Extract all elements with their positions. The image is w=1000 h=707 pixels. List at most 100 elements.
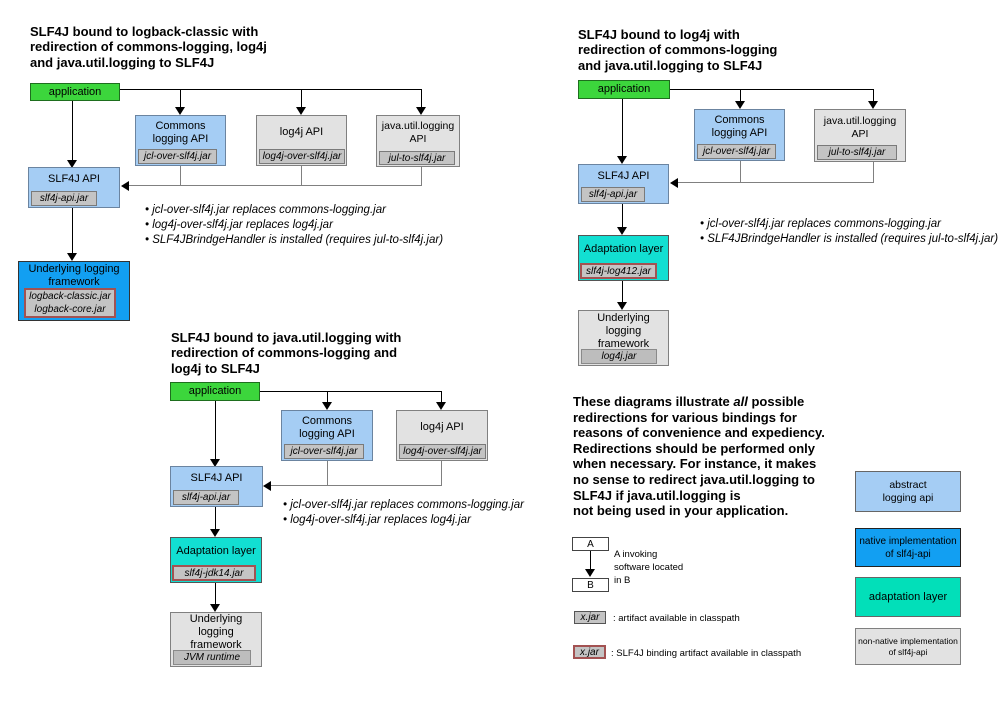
arrowhead-down-icon	[322, 402, 332, 410]
arrowhead-down-icon	[617, 227, 627, 235]
legend-xjar-red-box: x.jar	[573, 645, 606, 659]
connector-line	[215, 583, 216, 605]
d3-log4j-over-slf4j-jar-tab: log4j-over-slf4j.jar	[399, 444, 486, 459]
connector-line	[327, 391, 328, 402]
connector-line	[215, 507, 216, 530]
d3-log4j-api-box: log4j API log4j-over-slf4j.jar	[396, 410, 488, 461]
jul-api-label: java.util.logging API	[381, 120, 455, 145]
connector-line	[670, 89, 874, 90]
d3-commons-logging-api-box: Commons logging API jcl-over-slf4j.jar	[281, 410, 373, 461]
d2-slf4j-log412-jar-tab: slf4j-log412.jar	[580, 263, 657, 279]
note-line1: These diagrams illustrate all possible	[573, 394, 805, 409]
d3-slf4j-jdk14-jar-tab: slf4j-jdk14.jar	[172, 565, 256, 581]
d2-jcl-over-slf4j-jar-tab: jcl-over-slf4j.jar	[697, 144, 776, 159]
arrowhead-down-icon	[416, 107, 426, 115]
connector-line	[873, 89, 874, 102]
d2-log4j-jar-tab: log4j.jar	[581, 349, 657, 364]
connector-line	[301, 89, 302, 107]
legend-nonnative-impl-label: non-native implementation of slf4j-api	[858, 636, 958, 657]
d3-slf4j-api-box: SLF4J API slf4j-api.jar	[170, 466, 263, 507]
d1-commons-logging-api-box: Commons logging API jcl-over-slf4j.jar	[135, 115, 226, 166]
arrowhead-left-icon	[263, 481, 271, 491]
d1-log4j-over-slf4j-jar-tab: log4j-over-slf4j.jar	[259, 149, 345, 164]
d2-notes: • jcl-over-slf4j.jar replaces commons-lo…	[700, 218, 999, 245]
arrowhead-down-icon	[585, 569, 595, 577]
connector-line	[441, 391, 442, 402]
d3-slf4j-api-jar-tab: slf4j-api.jar	[173, 490, 239, 505]
connector-line	[72, 101, 73, 161]
legend-native-impl-label: native implementation of slf4j-api	[859, 535, 957, 560]
arrowhead-left-icon	[670, 178, 678, 188]
application-label: application	[597, 83, 651, 95]
slf4j-api-label: SLF4J API	[597, 169, 650, 182]
d1-jul-api-box: java.util.logging API jul-to-slf4j.jar	[376, 115, 460, 167]
underlying-framework-label: Underlying logging framework	[28, 262, 120, 288]
arrowhead-down-icon	[67, 253, 77, 261]
d3-notes: • jcl-over-slf4j.jar replaces commons-lo…	[283, 499, 524, 526]
arrowhead-down-icon	[617, 302, 627, 310]
diagram2-title: SLF4J bound to log4j with redirection of…	[578, 27, 778, 73]
application-label: application	[188, 385, 242, 397]
d1-notes: • jcl-over-slf4j.jar replaces commons-lo…	[145, 204, 444, 246]
adaptation-layer-label: Adaptation layer	[176, 545, 256, 557]
legend-xjar-box: x.jar	[574, 611, 606, 624]
arrowhead-down-icon	[617, 156, 627, 164]
connector-line	[120, 89, 422, 90]
d2-jul-to-slf4j-jar-tab: jul-to-slf4j.jar	[817, 145, 897, 160]
connector-line	[129, 185, 422, 186]
arrowhead-down-icon	[210, 459, 220, 467]
d3-adaptation-layer-box: Adaptation layer slf4j-jdk14.jar	[170, 537, 262, 583]
arrowhead-down-icon	[436, 402, 446, 410]
connector-line	[740, 89, 741, 102]
legend-b-box: B	[572, 578, 609, 592]
underlying-framework-label: Underlying logging framework	[597, 311, 650, 350]
adaptation-layer-label: Adaptation layer	[583, 243, 664, 255]
d2-commons-logging-api-box: Commons logging API jcl-over-slf4j.jar	[694, 109, 785, 161]
d1-jcl-over-slf4j-jar-tab: jcl-over-slf4j.jar	[138, 149, 217, 164]
connector-line	[622, 204, 623, 228]
connector-line	[622, 99, 623, 156]
d1-log4j-api-box: log4j API log4j-over-slf4j.jar	[256, 115, 347, 166]
legend-a-box: A	[572, 537, 609, 551]
connector-line	[740, 160, 741, 183]
d2-slf4j-api-jar-tab: slf4j-api.jar	[581, 187, 645, 202]
arrowhead-down-icon	[67, 160, 77, 168]
legend-abstract-api-box: abstract logging api	[855, 471, 961, 512]
underlying-framework-label: Underlying logging framework	[189, 613, 243, 651]
slf4j-api-label: SLF4J API	[48, 172, 100, 185]
legend-nonnative-impl-box: non-native implementation of slf4j-api	[855, 628, 961, 665]
arrowhead-down-icon	[175, 107, 185, 115]
d2-underlying-framework-box: Underlying logging framework log4j.jar	[578, 310, 669, 366]
d1-jul-to-slf4j-jar-tab: jul-to-slf4j.jar	[379, 151, 455, 165]
d3-jcl-over-slf4j-jar-tab: jcl-over-slf4j.jar	[284, 444, 364, 459]
d1-underlying-framework-box: Underlying logging framework logback-cla…	[18, 261, 130, 321]
connector-line	[421, 167, 422, 186]
connector-line	[873, 162, 874, 183]
legend-adaptation-layer-label: adaptation layer	[868, 590, 948, 603]
commons-api-label: Commons logging API	[711, 114, 768, 139]
connector-line	[678, 182, 874, 183]
arrowhead-down-icon	[296, 107, 306, 115]
connector-line	[622, 281, 623, 303]
log4j-api-label: log4j API	[279, 126, 324, 138]
d2-slf4j-api-box: SLF4J API slf4j-api.jar	[578, 164, 669, 204]
legend-adaptation-layer-box: adaptation layer	[855, 577, 961, 617]
diagram1-title: SLF4J bound to logback-classic with redi…	[30, 24, 267, 70]
legend-ab-text: A invoking software located in B	[614, 549, 684, 586]
d1-slf4j-api-box: SLF4J API slf4j-api.jar	[28, 167, 120, 208]
legend-xjar-text: : artifact available in classpath	[613, 613, 740, 624]
d2-application-box: application	[578, 80, 670, 99]
arrowhead-down-icon	[210, 604, 220, 612]
arrowhead-down-icon	[735, 101, 745, 109]
explanatory-note: These diagrams illustrate all possible r…	[573, 394, 903, 519]
d3-underlying-framework-box: Underlying logging framework JVM runtime	[170, 612, 262, 667]
arrowhead-down-icon	[868, 101, 878, 109]
legend-abstract-api-label: abstract logging api	[882, 478, 934, 504]
connector-line	[421, 89, 422, 107]
jul-api-label: java.util.logging API	[823, 114, 897, 140]
d3-application-box: application	[170, 382, 260, 401]
connector-line	[441, 461, 442, 486]
connector-line	[260, 391, 442, 392]
connector-line	[180, 166, 181, 186]
